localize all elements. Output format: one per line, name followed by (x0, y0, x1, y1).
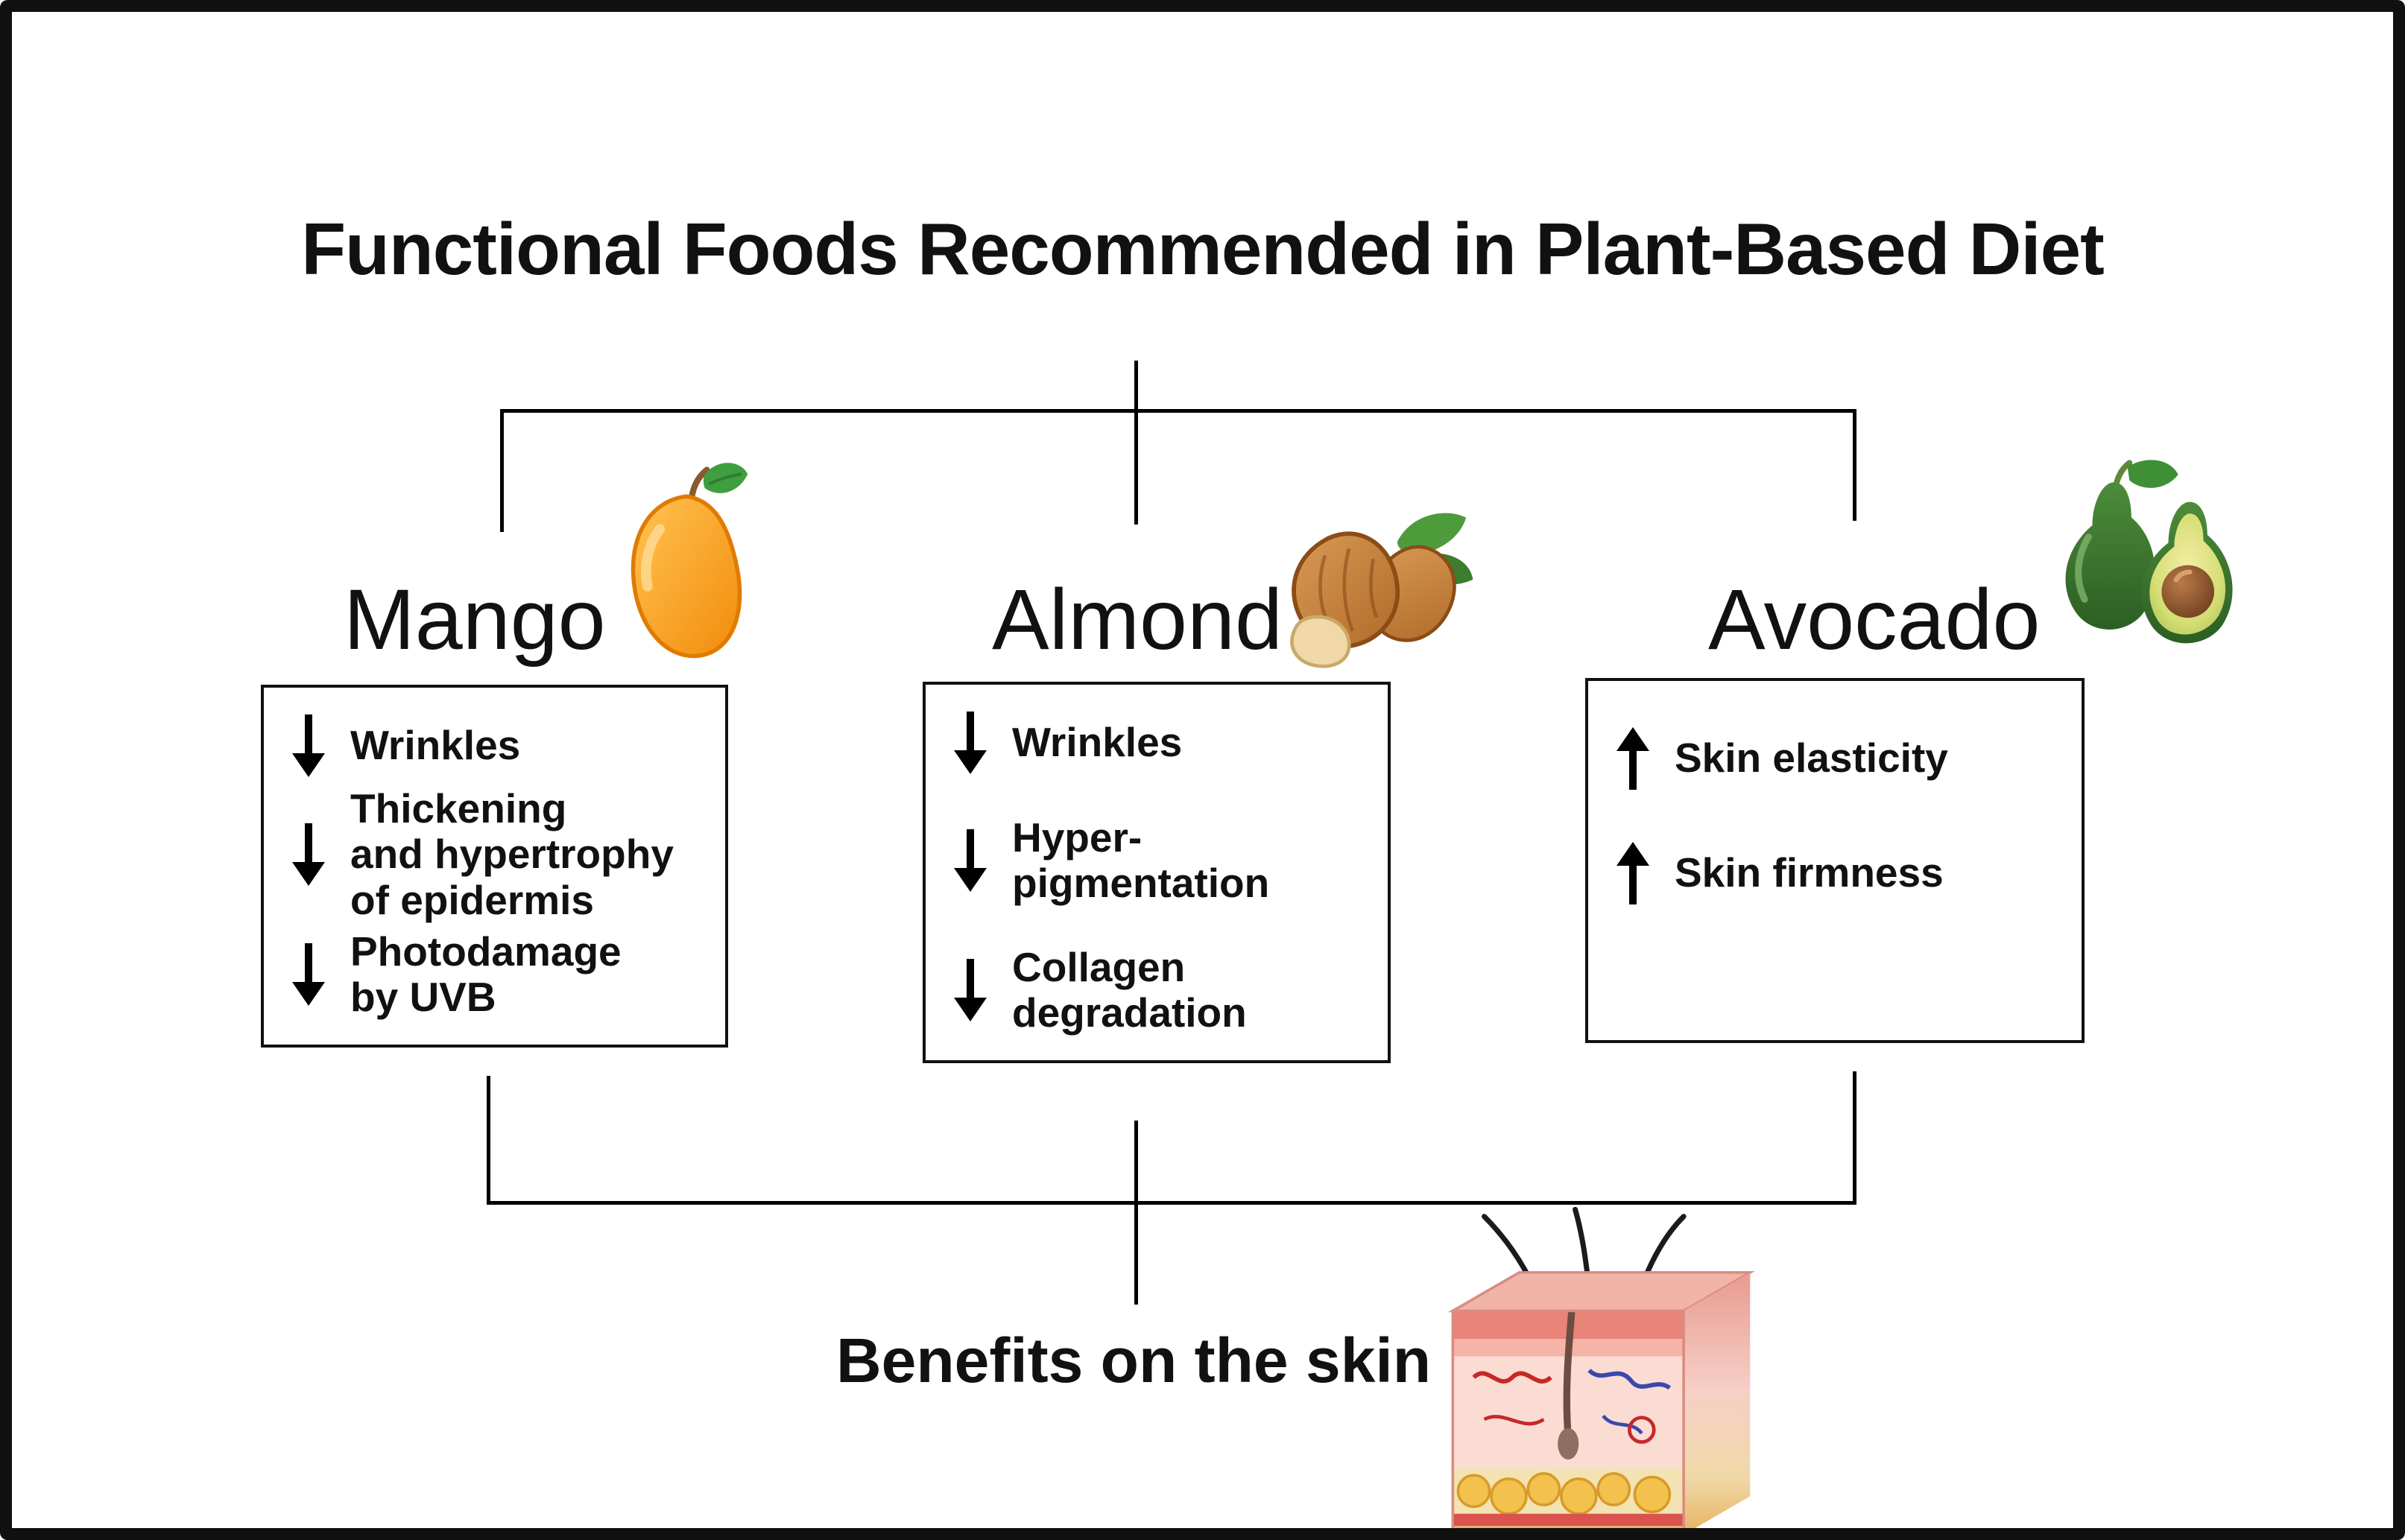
up-arrow-icon (1616, 727, 1649, 790)
connector-line (1134, 1205, 1138, 1305)
effect-label: Skin elasticity (1675, 735, 1948, 782)
almond-icon (1290, 513, 1473, 668)
diagram-title: Functional Foods Recommended in Plant-Ba… (301, 208, 2105, 290)
effect-row: Photodamage by UVB (289, 928, 700, 1021)
connector-line (487, 1076, 490, 1204)
food-name-mango: Mango (344, 572, 606, 668)
effect-row: Wrinkles (951, 709, 1362, 777)
benefits-label: Benefits on the skin (835, 1325, 1432, 1395)
connector-line (500, 409, 504, 532)
avocado-effects-box: Skin elasticity Skin firmness (1585, 678, 2085, 1043)
mango-effects-box: Wrinkles Thickening and hypertrophy of e… (261, 685, 728, 1048)
connector-line (500, 409, 1856, 413)
effect-row: Skin firmness (1614, 839, 2056, 907)
effect-label: Skin firmness (1675, 849, 1944, 896)
effect-label: Hyper- pigmentation (1012, 814, 1270, 907)
connector-line (1134, 1121, 1138, 1204)
almond-effects-box: Wrinkles Hyper- pigmentation Collagen de… (923, 682, 1391, 1063)
effect-row: Collagen degradation (951, 943, 1362, 1036)
effect-label: Collagen degradation (1012, 943, 1247, 1036)
down-arrow-icon (954, 959, 987, 1022)
skin-cross-section-icon (1447, 1206, 1755, 1528)
connector-line (487, 1201, 1856, 1205)
connector-line (1853, 409, 1856, 521)
up-arrow-icon (1616, 842, 1649, 904)
avocado-icon (2065, 460, 2233, 644)
effect-row: Thickening and hypertrophy of epidermis (289, 785, 700, 924)
effect-label: Photodamage by UVB (350, 928, 622, 1021)
effect-label: Wrinkles (350, 722, 521, 769)
down-arrow-icon (292, 823, 325, 886)
food-name-avocado: Avocado (1708, 572, 2041, 668)
connector-line (1134, 361, 1138, 411)
food-group-mango: Mango (344, 459, 750, 682)
effect-label: Thickening and hypertrophy of epidermis (350, 785, 674, 923)
down-arrow-icon (954, 829, 987, 893)
down-arrow-icon (292, 714, 325, 777)
food-group-almond: Almond (992, 504, 1476, 682)
effect-label: Wrinkles (1012, 719, 1183, 766)
down-arrow-icon (292, 943, 325, 1007)
effect-row: Skin elasticity (1614, 724, 2056, 793)
effect-row: Wrinkles (289, 712, 700, 780)
connector-line (1853, 1071, 1856, 1204)
food-group-avocado: Avocado (1708, 459, 2252, 682)
down-arrow-icon (954, 712, 987, 774)
connector-line (1134, 409, 1138, 525)
food-name-almond: Almond (992, 572, 1283, 668)
effect-row: Hyper- pigmentation (951, 814, 1362, 907)
mango-icon (631, 463, 748, 659)
